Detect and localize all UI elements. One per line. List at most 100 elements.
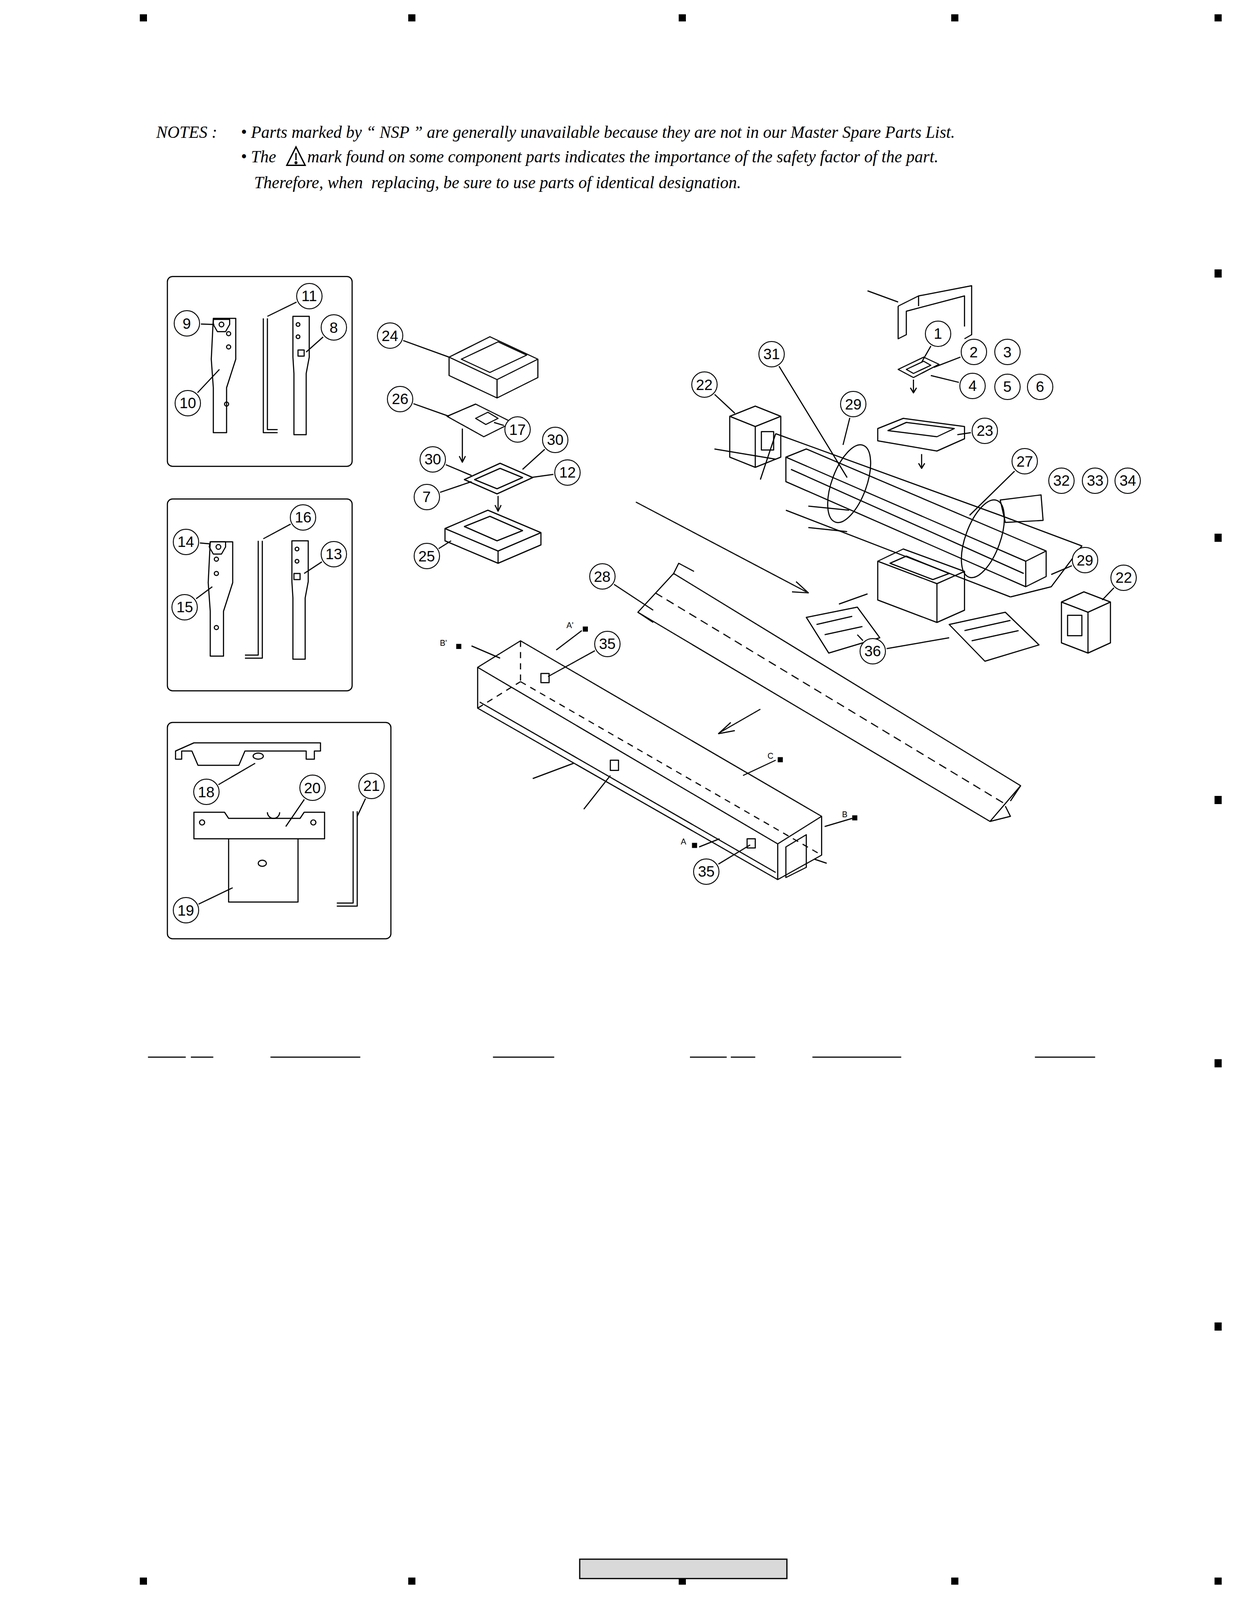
callout-number: 17 [508,422,526,438]
callout-circle: 16 [289,504,317,531]
leader-line [493,422,504,426]
callout-circle: 14 [172,528,200,556]
leader-line [778,366,847,478]
callout-circle: 17 [504,416,531,443]
callout-number: 2 [969,344,978,360]
note-text: • The [240,147,277,167]
callout-number: 29 [1076,552,1094,568]
leader-line [1051,565,1072,575]
page-number-box [579,1559,788,1580]
leader-line [200,542,211,544]
footer-rules [147,1056,1096,1059]
callout-number: 35 [598,636,616,652]
leader-line [413,403,450,417]
callout-number: 35 [698,864,715,880]
callout-number: 18 [197,784,215,800]
note-text: A [680,837,687,847]
leader-line [198,888,233,905]
callout-number: 9 [182,316,191,332]
marker-squares [456,626,858,849]
callout-number: 10 [179,395,197,411]
leader-line [714,394,735,414]
leader-line [969,471,1015,516]
callout-circle: 18 [193,778,220,806]
leader-line [357,798,366,817]
annotation-text: NOTES : [156,123,218,142]
callout-number: 1 [933,326,943,342]
callout-number: 5 [1003,379,1012,395]
annotation-text: • The [240,147,277,167]
annotation-text: mark found on some component parts indic… [307,147,939,167]
callout-number: 16 [294,509,312,525]
leader-line [522,449,545,470]
callout-number: 32 [1053,473,1071,489]
callout-number: 23 [976,423,994,439]
callout-circle: 26 [386,386,414,413]
callout-circle: 31 [758,341,785,368]
leader-line [304,562,323,574]
callout-circle: 23 [971,417,998,445]
leader-line [306,337,323,353]
callout-circle: 29 [840,391,867,418]
callout-number: 12 [559,464,577,480]
callout-number: 28 [593,569,611,585]
callout-circle: 30 [419,446,446,473]
callout-number: 27 [1016,454,1034,470]
callout-circle: 35 [693,858,720,885]
leader-line [886,637,950,649]
leader-line [200,323,215,325]
leader-line [267,302,297,317]
callout-circle: 27 [1011,448,1038,475]
callout-number: 21 [363,778,381,794]
annotation-text: • Parts marked by “ NSP ” are generally … [240,123,955,142]
annotation-text: Therefore, when replacing, be sure to us… [254,173,742,193]
leader-line [403,340,450,358]
callout-circle: 19 [172,897,200,924]
callout-number: 4 [968,378,977,394]
callout-number: 22 [1115,570,1133,586]
callout-number: 22 [695,377,713,393]
callout-circle: 25 [413,542,441,570]
callout-number: 34 [1119,473,1137,489]
callout-circle: 22 [1110,564,1137,592]
callout-circle: 22 [691,371,718,398]
annotation-text: B' [440,639,447,649]
note-text: mark found on some component parts indic… [307,147,939,167]
callout-circle: 9 [173,310,201,337]
callout-number: 30 [547,432,564,448]
callout-circle: 20 [299,774,326,802]
callout-circle: 12 [554,459,581,486]
callout-number: 26 [391,391,409,407]
leader-line [445,464,472,476]
callout-number: 20 [303,780,321,796]
callout-circle: 11 [296,283,323,310]
callout-number: 29 [845,396,862,412]
callout-number: 25 [418,548,436,564]
callout-circle: 21 [358,772,385,800]
callout-circle: 30 [542,426,569,454]
callout-circle: 13 [320,541,348,568]
callout-circle: 3 [994,338,1021,366]
leader-line [921,346,931,363]
callout-circle: 28 [589,563,616,590]
registration-marks [139,14,1222,1586]
callout-number: 15 [176,599,194,615]
note-text: Therefore, when replacing, be sure to us… [254,173,742,192]
note-text: B [841,810,848,820]
note-text: NOTES : [156,122,218,142]
callout-circle: 32 [1048,467,1075,494]
note-text: B' [440,638,447,648]
callout-number: 6 [1036,379,1045,395]
callout-circle: 5 [994,373,1021,401]
leader-line [933,356,961,368]
leader-line [195,586,213,599]
note-text: • Parts marked by “ NSP ” are generally … [240,122,955,142]
leader-line [197,369,220,393]
leader-line [843,417,851,445]
leader-line [530,474,554,478]
leader-line [718,845,751,865]
leader-line [438,541,451,549]
callout-number: 19 [177,903,195,919]
leader-line [547,650,595,677]
callout-number: 36 [864,643,881,659]
